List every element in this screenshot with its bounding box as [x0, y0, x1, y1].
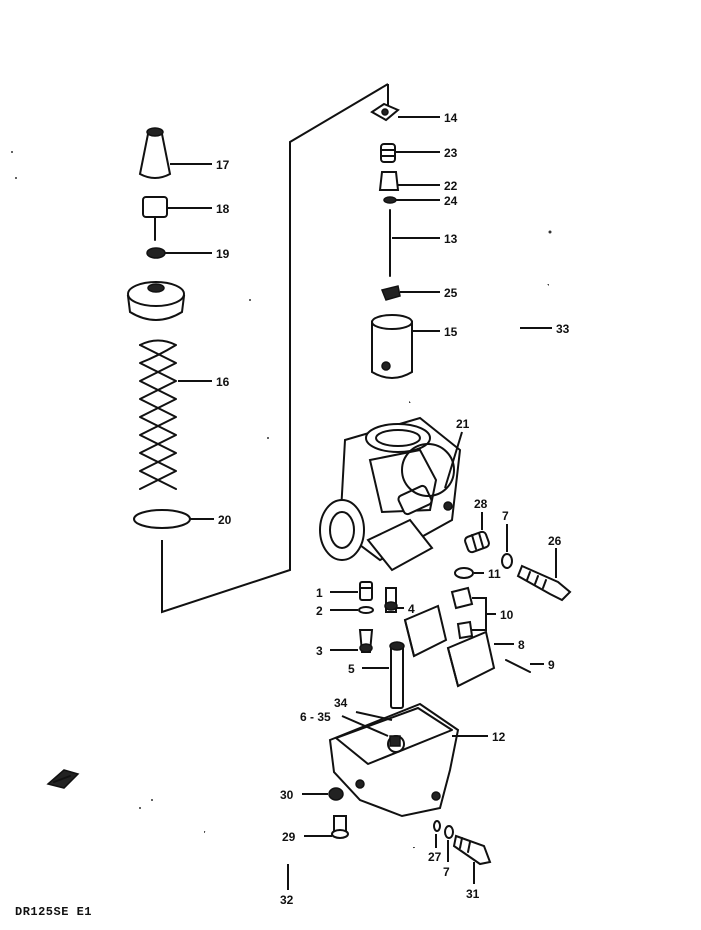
callout-22: 22 — [444, 179, 458, 193]
part-washer-upper — [501, 524, 513, 569]
part-throttle-valve — [371, 314, 440, 379]
part-gasket — [454, 567, 484, 579]
part-float — [446, 630, 514, 688]
callout-21: 21 — [456, 417, 470, 431]
part-needle-holder — [380, 285, 440, 301]
callout-27: 27 — [428, 850, 442, 864]
part-jet-needle — [389, 209, 440, 277]
callout-20: 20 — [218, 513, 232, 527]
group-frame — [161, 83, 389, 614]
part-top-cap — [126, 281, 186, 321]
callout-8: 8 — [518, 638, 525, 652]
callout-19: 19 — [216, 247, 230, 261]
callout-3: 3 — [316, 644, 323, 658]
part-pilot-air-screw — [516, 548, 572, 602]
model-code-label: DR125SE E1 — [15, 905, 93, 919]
part-drain-hose — [204, 830, 417, 894]
callout-34: 34 — [334, 696, 348, 710]
part-drain-fittings — [341, 711, 401, 747]
part-small-o-ring — [330, 606, 374, 614]
part-ring — [383, 196, 440, 204]
callout-31: 31 — [466, 887, 480, 901]
callout-9: 9 — [548, 658, 555, 672]
part-cap-nut — [370, 102, 440, 122]
scan-specks — [11, 151, 552, 809]
part-small-o-ring-lower — [433, 820, 441, 848]
part-main-jet — [384, 587, 404, 613]
front-arrow-icon — [46, 769, 80, 789]
callout-13: 13 — [444, 232, 458, 246]
callout-7-lower: 7 — [443, 865, 450, 879]
callout-15: 15 — [444, 325, 458, 339]
part-starter-screw — [330, 629, 374, 653]
part-drain-screw — [304, 815, 349, 839]
part-float-left — [403, 604, 448, 658]
callout-17: 17 — [216, 158, 230, 172]
part-float-chamber — [328, 702, 488, 818]
callout-32: 32 — [280, 893, 294, 907]
part-needle-jet-tube — [362, 641, 405, 709]
callout-4: 4 — [408, 602, 415, 616]
part-throttle-spring — [139, 339, 212, 490]
callout-10: 10 — [500, 608, 514, 622]
callout-28: 28 — [474, 497, 488, 511]
part-washer-lower — [444, 825, 454, 862]
callout-29: 29 — [282, 830, 296, 844]
part-vent-hose — [408, 283, 552, 404]
callout-26: 26 — [548, 534, 562, 548]
part-drain-gasket — [302, 787, 344, 801]
callout-25: 25 — [444, 286, 458, 300]
part-drain-bolt — [452, 834, 492, 884]
part-float-pin — [505, 659, 544, 673]
callout-14: 14 — [444, 111, 458, 125]
callout-12: 12 — [492, 730, 506, 744]
callout-6-35: 6 - 35 — [300, 710, 331, 724]
callout-5: 5 — [348, 662, 355, 676]
part-o-ring — [133, 509, 214, 529]
part-clip — [378, 171, 440, 191]
part-pilot-jet — [330, 581, 373, 601]
callout-2: 2 — [316, 604, 323, 618]
part-lock-nut — [146, 247, 212, 259]
callout-33: 33 — [556, 322, 570, 336]
part-screw-spring — [464, 512, 490, 554]
callout-16: 16 — [216, 375, 230, 389]
callout-18: 18 — [216, 202, 230, 216]
callout-23: 23 — [444, 146, 458, 160]
part-carburetor-body — [319, 416, 463, 572]
callout-30: 30 — [280, 788, 294, 802]
callout-24: 24 — [444, 194, 458, 208]
callout-11: 11 — [488, 567, 501, 581]
callout-1: 1 — [316, 586, 323, 600]
part-spring-seat — [380, 143, 440, 163]
part-rubber-cap — [138, 127, 212, 179]
callout-7-upper: 7 — [502, 509, 509, 523]
part-float-fittings — [450, 586, 496, 640]
part-cable-adjuster — [142, 196, 212, 241]
